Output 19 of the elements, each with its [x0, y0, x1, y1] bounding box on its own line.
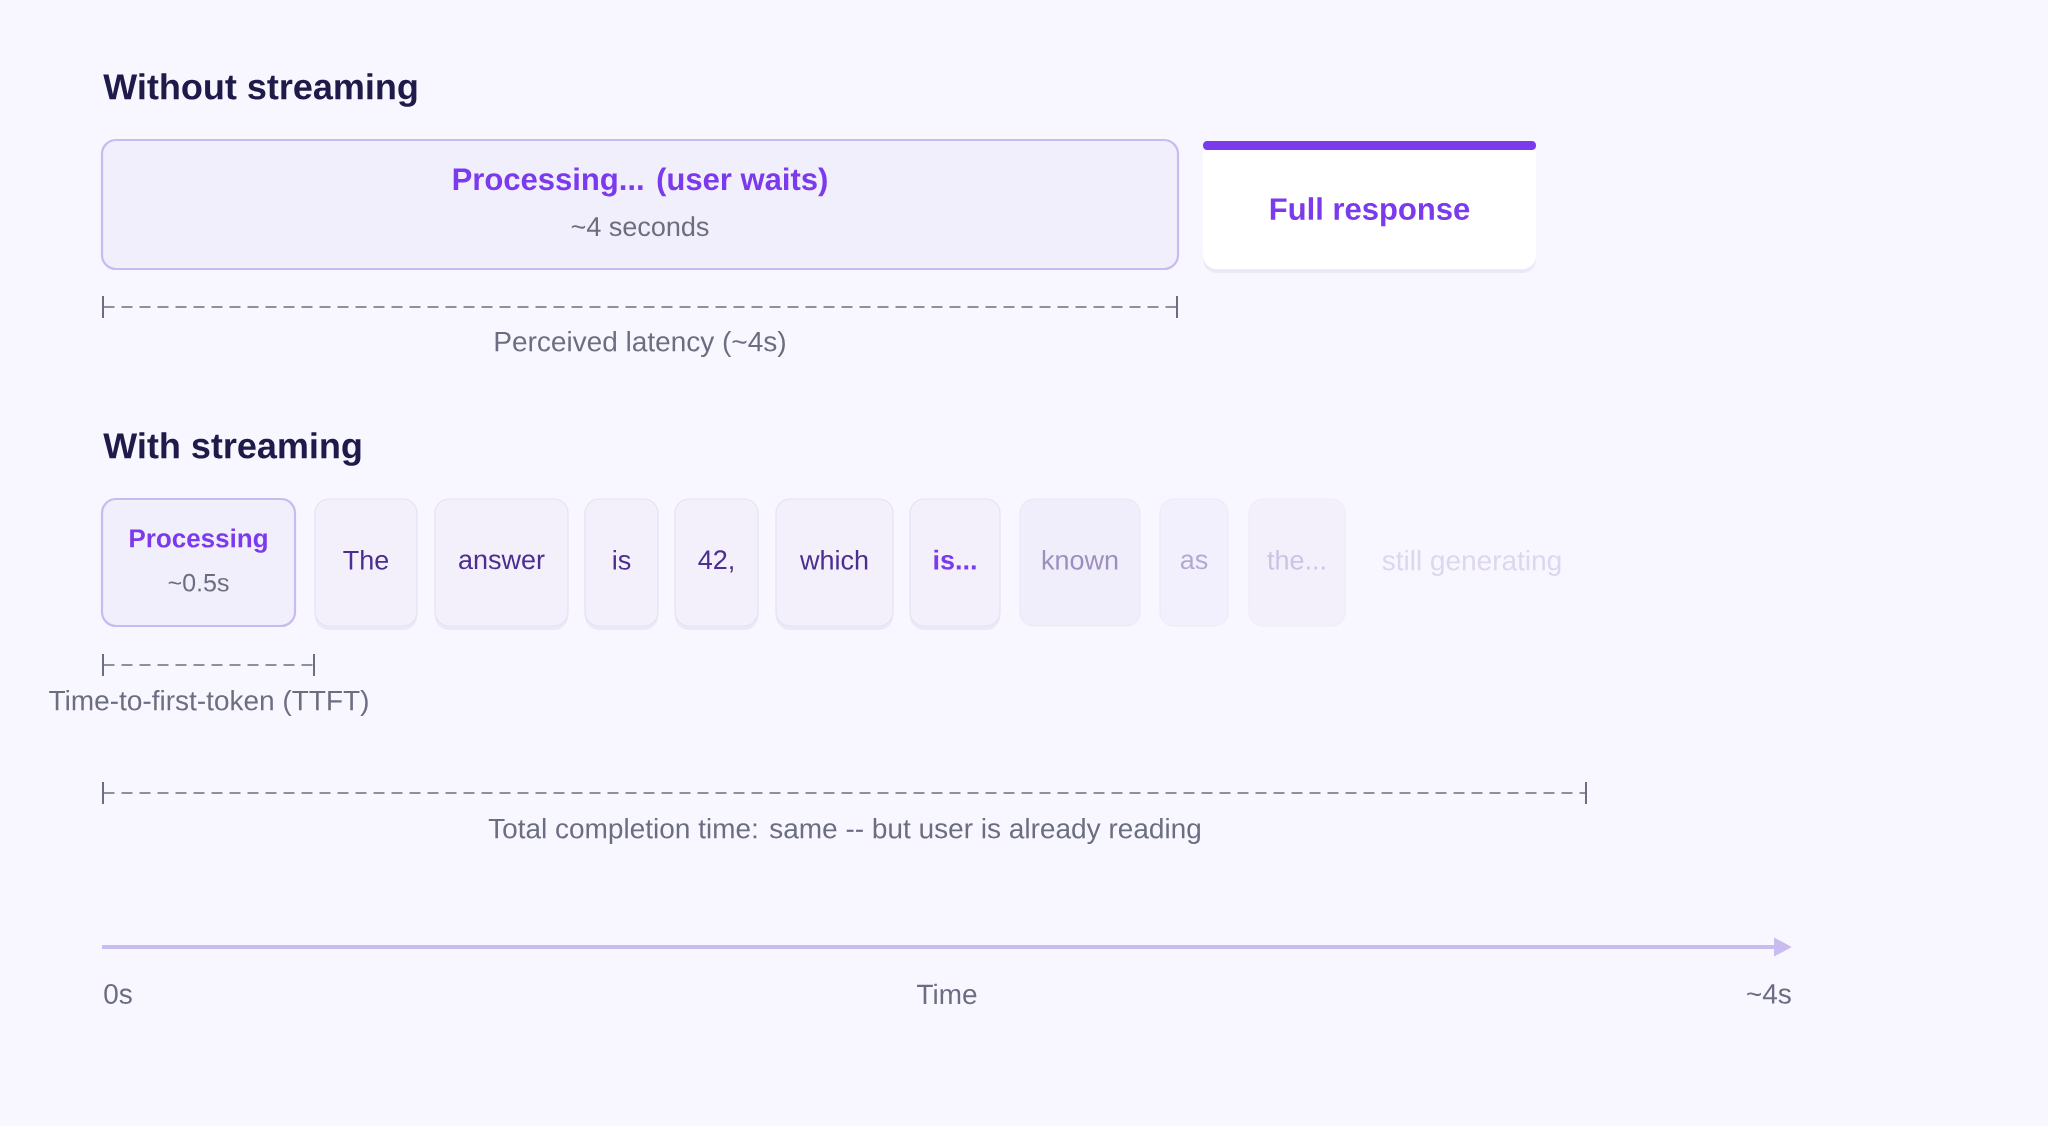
axis-label: 0s: [104, 984, 132, 1004]
dimension-label: Total completion time: same -- but user is already reading: [488, 817, 1200, 845]
token-box: answer: [434, 498, 569, 630]
token-box: is: [584, 498, 659, 630]
token-box: is...: [909, 498, 1001, 630]
axis-label: ~4s: [1747, 984, 1791, 1004]
dimension-label: Time-to-first-token (TTFT): [49, 689, 368, 717]
section-heading: Without streaming: [103, 73, 417, 107]
token-box: as: [1159, 498, 1229, 627]
response-box: Full response: [1202, 140, 1537, 273]
dimension-label: Perceived latency (~4s): [495, 330, 785, 358]
token-box: known: [1019, 498, 1141, 627]
axis-label: Time: [917, 983, 977, 1005]
token-box: which: [775, 498, 894, 630]
token-box: 42,: [674, 498, 759, 630]
section-heading: With streaming: [103, 432, 361, 466]
process-box: Processing... (user waits) ~4 seconds: [100, 138, 1180, 271]
process-box: Processing ~0.5s: [100, 497, 297, 628]
token-box: The: [314, 498, 418, 630]
